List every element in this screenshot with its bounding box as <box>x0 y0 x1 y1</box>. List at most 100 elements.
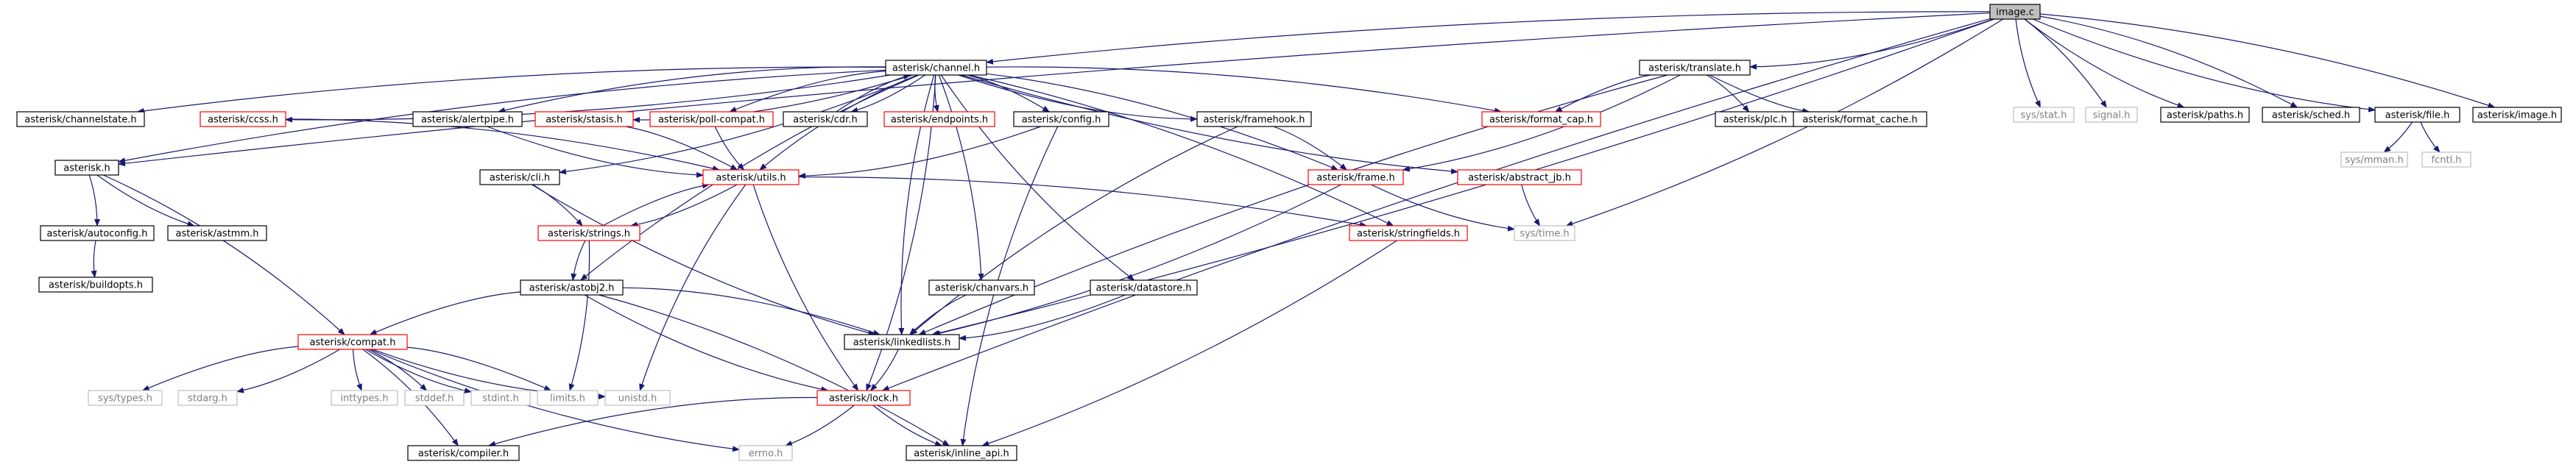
node-label: asterisk/buildopts.h <box>49 280 143 291</box>
node-compiler-h[interactable]: asterisk/compiler.h <box>407 445 520 461</box>
node-frame-h[interactable]: asterisk/frame.h <box>1308 169 1404 185</box>
node-fcntl-h: fcntl.h <box>2421 151 2471 168</box>
edge-stasis_h-to-utils_h <box>625 126 738 171</box>
node-sched-h[interactable]: asterisk/sched.h <box>2262 107 2360 123</box>
node-box <box>200 111 286 127</box>
node-utils-h[interactable]: asterisk/utils.h <box>702 169 800 185</box>
edge-channel_h-to-chanvars_h <box>938 74 984 281</box>
node-datastore-h[interactable]: asterisk/datastore.h <box>1090 279 1198 296</box>
node-astmm-h[interactable]: asterisk/astmm.h <box>167 225 267 241</box>
node-label: asterisk/sched.h <box>2272 110 2350 121</box>
node-compat-h[interactable]: asterisk/compat.h <box>297 334 408 350</box>
node-stringfields-h[interactable]: asterisk/stringfields.h <box>1349 225 1468 241</box>
node-label: limits.h <box>550 393 585 404</box>
node-box <box>2421 151 2471 168</box>
node-box <box>412 111 523 127</box>
node-asterisk-h[interactable]: asterisk.h <box>54 160 119 176</box>
node-label: asterisk.h <box>63 163 110 174</box>
node-box <box>2374 107 2460 123</box>
node-box <box>1457 169 1582 185</box>
node-config-h[interactable]: asterisk/config.h <box>1013 111 1109 127</box>
edge-strings_h-to-limits_h <box>568 240 590 391</box>
edge-utils_h-to-lock_h <box>752 184 859 391</box>
edge-channel_h-to-datastore_h <box>940 74 1135 281</box>
edge-asterisk_h-to-compat_h <box>103 174 345 335</box>
node-box <box>604 390 671 406</box>
node-label: sys/types.h <box>98 393 152 404</box>
node-channel-h[interactable]: asterisk/channel.h <box>885 60 987 76</box>
edge-translate_h-to-format_cache_h <box>1709 74 1810 114</box>
node-box <box>885 60 987 76</box>
node-sys-mman: sys/mman.h <box>2340 151 2408 168</box>
node-label: asterisk/chanvars.h <box>935 283 1028 294</box>
node-label: asterisk/alertpipe.h <box>421 115 514 126</box>
edge-asterisk_h-to-autoconfig_h <box>88 174 101 227</box>
node-channelstate-h[interactable]: asterisk/channelstate.h <box>16 111 145 127</box>
node-image-c[interactable]: image.c <box>1989 4 2041 20</box>
node-poll-compat-h[interactable]: asterisk/poll-compat.h <box>649 111 774 127</box>
node-linkedlists-h[interactable]: asterisk/linkedlists.h <box>844 334 960 350</box>
node-box <box>537 390 599 406</box>
node-cdr-h[interactable]: asterisk/cdr.h <box>783 111 868 127</box>
node-ccss-h[interactable]: asterisk/ccss.h <box>200 111 286 127</box>
node-label: signal.h <box>2093 110 2131 121</box>
node-box <box>2472 107 2562 123</box>
edge-image_c-to-image_h <box>2039 13 2496 108</box>
node-stdarg-h: stdarg.h <box>177 390 238 406</box>
node-endpoints-h[interactable]: asterisk/endpoints.h <box>883 111 995 127</box>
node-format-cap-h[interactable]: asterisk/format_cap.h <box>1481 111 1601 127</box>
edge-image_c-to-lock_h <box>881 18 1991 391</box>
edge-channel_h-to-linkedlists_h <box>898 74 935 335</box>
node-label: asterisk/autoconfig.h <box>47 229 148 240</box>
node-label: asterisk/inline_api.h <box>914 449 1009 460</box>
node-signal-h: signal.h <box>2085 107 2138 123</box>
node-file-h[interactable]: asterisk/file.h <box>2374 107 2460 123</box>
node-inline-api-h[interactable]: asterisk/inline_api.h <box>906 445 1017 461</box>
edge-channel_h-to-asterisk_h <box>118 69 886 164</box>
node-strings-h[interactable]: asterisk/strings.h <box>537 225 641 241</box>
edge-channel_h-to-format_cap_h <box>986 66 1502 114</box>
node-format-cache-h[interactable]: asterisk/format_cache.h <box>1793 111 1927 127</box>
node-cli-h[interactable]: asterisk/cli.h <box>479 169 560 185</box>
node-label: asterisk/utils.h <box>716 173 786 184</box>
node-box <box>470 390 531 406</box>
edge-config_h-to-utils_h <box>798 126 1041 179</box>
node-box <box>2085 107 2138 123</box>
node-framehook-h[interactable]: asterisk/framehook.h <box>1196 111 1312 127</box>
edge-astobj2_h-to-linkedlists_h <box>622 287 881 335</box>
node-astobj2-h[interactable]: asterisk/astobj2.h <box>520 279 624 296</box>
node-abstract-jb-h[interactable]: asterisk/abstract_jb.h <box>1457 169 1582 185</box>
dependency-nodes: image.c asterisk/channel.h asterisk/transl… <box>16 4 2562 461</box>
node-autoconfig-h[interactable]: asterisk/autoconfig.h <box>40 225 155 241</box>
node-label: asterisk/abstract_jb.h <box>1468 173 1571 184</box>
node-label: asterisk/compiler.h <box>418 449 509 460</box>
node-label: sys/stat.h <box>2021 110 2067 121</box>
node-label: stdint.h <box>482 393 518 404</box>
node-box <box>177 390 238 406</box>
node-plc-h[interactable]: asterisk/plc.h <box>1715 111 1796 127</box>
node-label: asterisk/strings.h <box>548 229 630 240</box>
node-label: asterisk/framehook.h <box>1203 115 1305 126</box>
edge-channel_h-to-stringfields_h <box>969 74 1394 227</box>
node-box <box>702 169 800 185</box>
node-label: asterisk/poll-compat.h <box>658 115 765 126</box>
node-box <box>1989 4 2041 20</box>
node-buildopts-h[interactable]: asterisk/buildopts.h <box>38 277 153 293</box>
node-lock-h[interactable]: asterisk/lock.h <box>816 390 911 406</box>
edge-image_c-to-sys_time <box>1565 18 2004 227</box>
node-stasis-h[interactable]: asterisk/stasis.h <box>534 111 634 127</box>
node-box <box>54 160 119 176</box>
edge-image_c-to-translate_h <box>1749 18 1994 70</box>
edge-compat_h-to-inttypes_h <box>352 349 362 391</box>
node-image-h[interactable]: asterisk/image.h <box>2472 107 2562 123</box>
edge-image_c-to-file_h <box>2032 18 2376 113</box>
edge-asterisk_h-to-astmm_h <box>96 174 195 227</box>
edge-file_h-to-sys_mman <box>2383 121 2413 153</box>
node-label: asterisk/translate.h <box>1648 63 1741 74</box>
node-label: asterisk/channel.h <box>892 63 980 74</box>
node-translate-h[interactable]: asterisk/translate.h <box>1639 60 1751 76</box>
node-alertpipe-h[interactable]: asterisk/alertpipe.h <box>412 111 523 127</box>
edge-frame_h-to-sys_time <box>1371 184 1515 232</box>
node-paths-h[interactable]: asterisk/paths.h <box>2160 107 2250 123</box>
node-chanvars-h[interactable]: asterisk/chanvars.h <box>928 279 1035 296</box>
